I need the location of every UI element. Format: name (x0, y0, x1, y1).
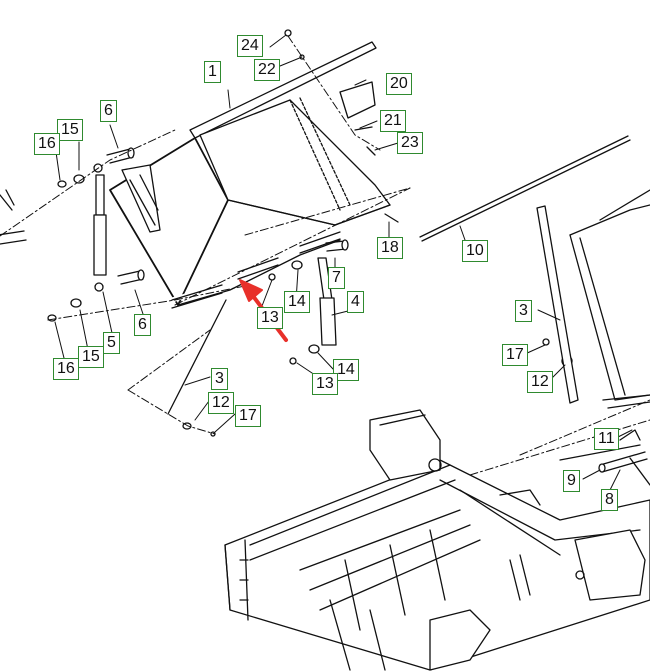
callout-6-upper: 6 (100, 100, 117, 122)
chassis (224, 409, 650, 671)
callout-18: 18 (377, 237, 403, 259)
callout-12-right: 12 (527, 371, 553, 393)
callout-3-right: 3 (515, 300, 532, 322)
center-lines (0, 35, 650, 476)
callout-6-lower: 6 (134, 314, 151, 336)
callout-12-left: 12 (208, 392, 234, 414)
callout-14-upper: 14 (284, 291, 310, 313)
callout-16-lower: 16 (53, 358, 79, 380)
callout-16-upper: 16 (34, 133, 60, 155)
callout-14-lower: 14 (333, 359, 359, 381)
callout-24: 24 (237, 35, 263, 57)
callout-17-left: 17 (235, 405, 261, 427)
callout-21: 21 (380, 110, 406, 132)
leader-lines (54, 34, 633, 491)
callout-22: 22 (254, 59, 280, 81)
callout-10: 10 (462, 240, 488, 262)
callout-13-upper: 13 (257, 307, 283, 329)
hood-assembly (109, 41, 391, 309)
callout-8: 8 (601, 489, 618, 511)
callout-15-upper: 15 (57, 119, 83, 141)
callout-4: 4 (347, 291, 364, 313)
callout-17-right: 17 (502, 344, 528, 366)
callout-1: 1 (204, 61, 221, 83)
callout-7: 7 (328, 267, 345, 289)
callout-15-lower: 15 (78, 346, 104, 368)
callout-13-lower: 13 (312, 373, 338, 395)
rods (167, 135, 631, 415)
callout-20: 20 (386, 73, 412, 95)
callout-11: 11 (594, 428, 619, 450)
right-panel (536, 189, 650, 409)
callout-3-left: 3 (211, 368, 228, 390)
callout-5: 5 (103, 332, 120, 354)
gas-struts (93, 163, 337, 346)
callout-9: 9 (563, 470, 580, 492)
callout-23: 23 (397, 132, 423, 154)
